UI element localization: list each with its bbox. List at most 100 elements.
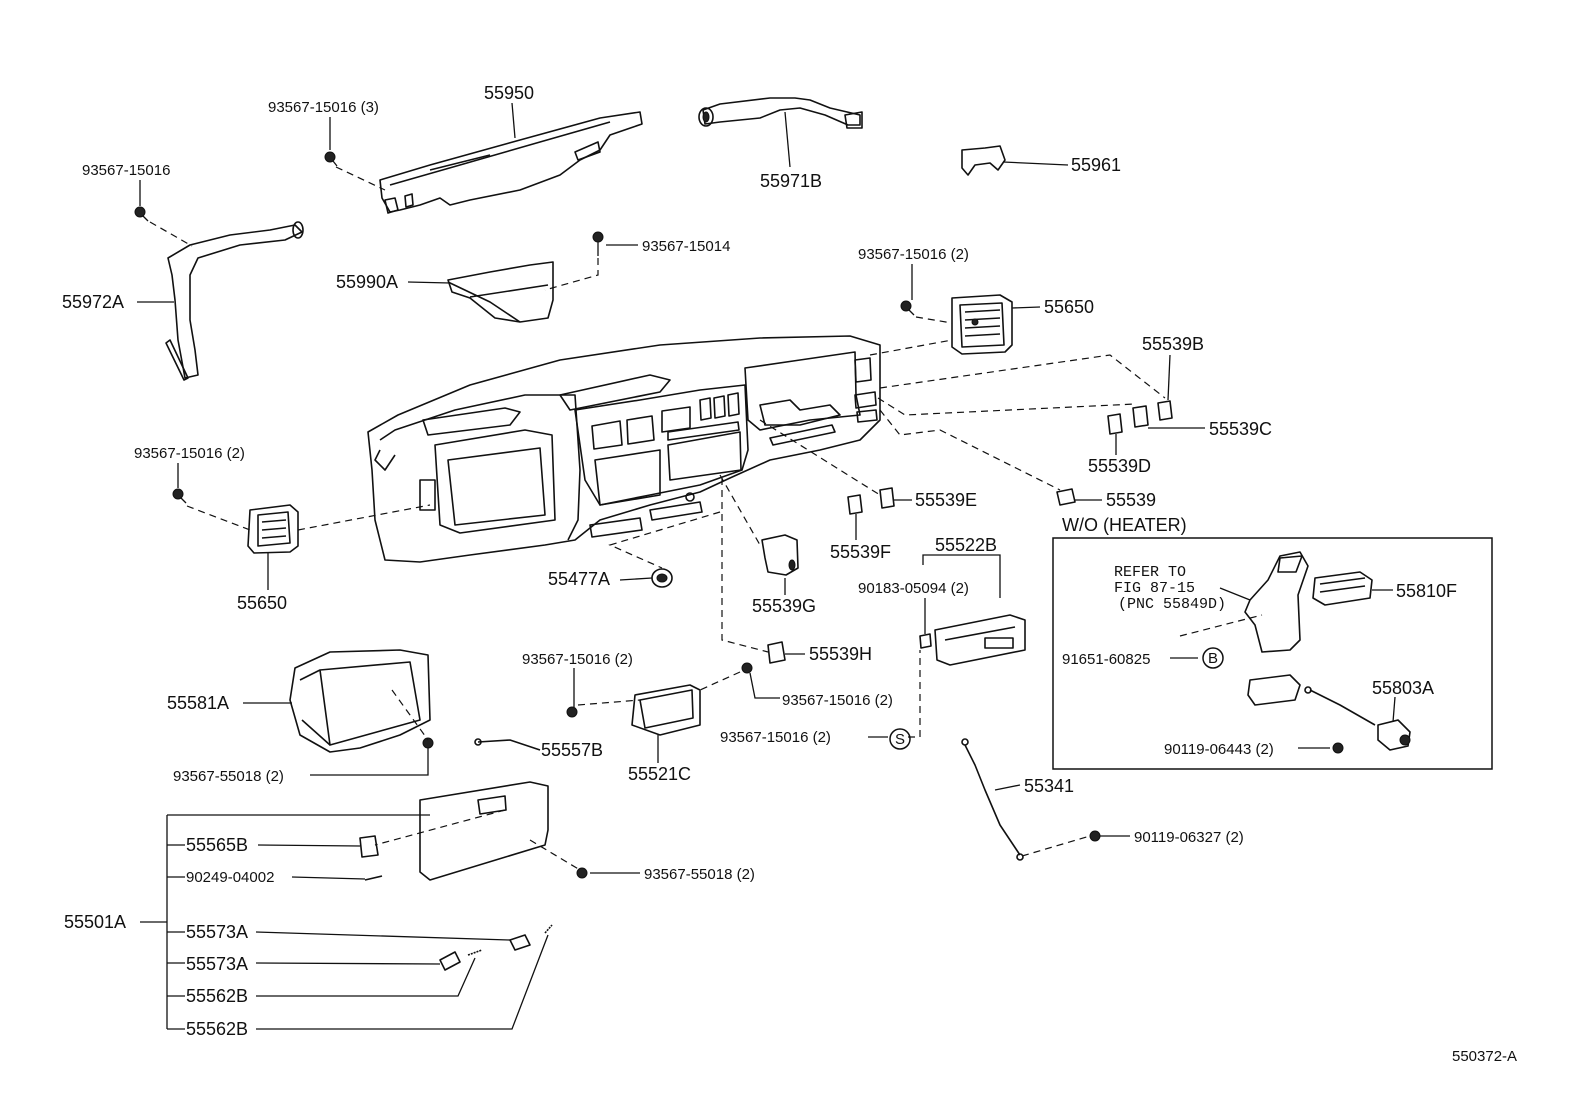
screw-93567-15016-2-right bbox=[900, 300, 915, 316]
label-55501A: 55501A bbox=[64, 912, 126, 932]
label-55557B: 55557B bbox=[541, 740, 603, 760]
wo-heater-box bbox=[1052, 537, 1493, 770]
part-55522B bbox=[934, 614, 1026, 666]
label-90183-05094: 90183-05094 (2) bbox=[858, 580, 969, 597]
part-55650-right bbox=[951, 294, 1013, 355]
part-55557B bbox=[474, 738, 541, 751]
label-91651-60825: 91651-60825 bbox=[1062, 651, 1150, 668]
label-55521C: 55521C bbox=[628, 764, 691, 784]
label-90249-04002: 90249-04002 bbox=[186, 869, 274, 886]
instrument-panel bbox=[367, 335, 881, 563]
part-55539C bbox=[1132, 405, 1149, 428]
screw-93567-55018-2b bbox=[576, 867, 588, 879]
screw-93567-15016 bbox=[134, 206, 149, 222]
marker-S-text: S bbox=[895, 731, 905, 748]
label-55539: 55539 bbox=[1106, 490, 1156, 510]
part-55950 bbox=[379, 111, 643, 214]
part-55539F bbox=[847, 494, 863, 515]
marker-B: B bbox=[1202, 647, 1224, 669]
screw-90119-06443 bbox=[1332, 742, 1344, 754]
part-heater-duct bbox=[1244, 551, 1309, 653]
part-55501A-door bbox=[419, 781, 549, 881]
screw-93567-15016-2-left bbox=[172, 488, 187, 504]
label-93567-15014: 93567-15014 bbox=[642, 238, 730, 255]
label-93567-15016-2-left: 93567-15016 (2) bbox=[134, 445, 245, 462]
label-90119-06443: 90119-06443 (2) bbox=[1164, 741, 1274, 758]
part-55539B bbox=[1157, 400, 1173, 421]
label-55961: 55961 bbox=[1071, 155, 1121, 175]
part-55972A bbox=[165, 221, 304, 381]
part-55581A bbox=[289, 649, 431, 753]
screw-93567-15014 bbox=[592, 231, 604, 256]
label-55539B: 55539B bbox=[1142, 334, 1204, 354]
label-55650-left: 55650 bbox=[237, 593, 287, 613]
label-93567-15016-2-pocket-left: 93567-15016 (2) bbox=[522, 651, 633, 668]
part-55477A bbox=[651, 568, 673, 588]
part-55562B-2 bbox=[544, 924, 553, 934]
label-55341: 55341 bbox=[1024, 776, 1074, 796]
leader-lines bbox=[137, 102, 1396, 1030]
part-55539E bbox=[879, 487, 895, 509]
screw-93567-15016-2d bbox=[741, 662, 753, 674]
label-55573A-1: 55573A bbox=[186, 922, 248, 942]
label-wo-heater: W/O (HEATER) bbox=[1062, 515, 1187, 535]
label-55539D: 55539D bbox=[1088, 456, 1151, 476]
part-55573A-2 bbox=[439, 951, 461, 971]
label-55950: 55950 bbox=[484, 83, 534, 103]
label-55573A-2: 55573A bbox=[186, 954, 248, 974]
screw-93567-15016-3 bbox=[324, 151, 338, 167]
label-55581A: 55581A bbox=[167, 693, 229, 713]
part-55961 bbox=[961, 145, 1006, 176]
part-55539 bbox=[1056, 488, 1076, 506]
label-55810F: 55810F bbox=[1396, 581, 1457, 601]
label-55539E: 55539E bbox=[915, 490, 977, 510]
label-refer-to: REFER TO bbox=[1114, 564, 1186, 581]
label-55539F: 55539F bbox=[830, 542, 891, 562]
clip-90183-05094 bbox=[919, 633, 932, 649]
label-55650-right: 55650 bbox=[1044, 297, 1094, 317]
part-55810F bbox=[1312, 571, 1373, 606]
screw-90119-06327 bbox=[1089, 830, 1101, 842]
label-93567-15016-3: 93567-15016 (3) bbox=[268, 99, 379, 116]
part-55565B bbox=[359, 835, 379, 858]
label-55990A: 55990A bbox=[336, 272, 398, 292]
label-93567-15016: 93567-15016 bbox=[82, 162, 170, 179]
label-93567-15016-2-right: 93567-15016 (2) bbox=[858, 246, 969, 263]
label-55971B: 55971B bbox=[760, 171, 822, 191]
label-refer-pnc: (PNC 55849D) bbox=[1118, 596, 1226, 613]
label-55522B: 55522B bbox=[935, 535, 997, 555]
label-55562B-2: 55562B bbox=[186, 1019, 248, 1039]
label-93567-15016-2-filler: 93567-15016 (2) bbox=[720, 729, 831, 746]
part-55539D bbox=[1107, 413, 1123, 435]
label-93567-55018-2-frame: 93567-55018 (2) bbox=[173, 768, 284, 785]
figure-code: 550372-A bbox=[1452, 1048, 1517, 1065]
part-55650-left bbox=[247, 504, 299, 554]
label-55477A: 55477A bbox=[548, 569, 610, 589]
label-93567-55018-2-door: 93567-55018 (2) bbox=[644, 866, 755, 883]
part-55562B-1 bbox=[467, 949, 483, 956]
label-55803A: 55803A bbox=[1372, 678, 1434, 698]
label-93567-15016-2-pocket-right: 93567-15016 (2) bbox=[782, 692, 893, 709]
part-55803A bbox=[1304, 686, 1411, 751]
label-refer-fig: FIG 87-15 bbox=[1114, 580, 1195, 597]
part-55971B bbox=[698, 97, 863, 129]
marker-B-text: B bbox=[1208, 650, 1218, 667]
part-55521C bbox=[631, 684, 701, 736]
label-90119-06327: 90119-06327 (2) bbox=[1134, 829, 1244, 846]
label-55539H: 55539H bbox=[809, 644, 872, 664]
label-55539G: 55539G bbox=[752, 596, 816, 616]
label-55539C: 55539C bbox=[1209, 419, 1272, 439]
marker-S: S bbox=[889, 728, 911, 750]
label-55972A: 55972A bbox=[62, 292, 124, 312]
part-55341 bbox=[961, 738, 1024, 861]
screw-93567-15016-2c bbox=[566, 670, 578, 718]
part-55573A-1 bbox=[509, 934, 531, 951]
screw-93567-55018-2a bbox=[422, 737, 434, 760]
label-55565B: 55565B bbox=[186, 835, 248, 855]
part-90249-04002 bbox=[364, 875, 383, 881]
part-55539G bbox=[761, 534, 799, 576]
part-heater-control bbox=[1247, 674, 1301, 706]
label-55562B-1: 55562B bbox=[186, 986, 248, 1006]
part-55539H bbox=[767, 641, 786, 664]
